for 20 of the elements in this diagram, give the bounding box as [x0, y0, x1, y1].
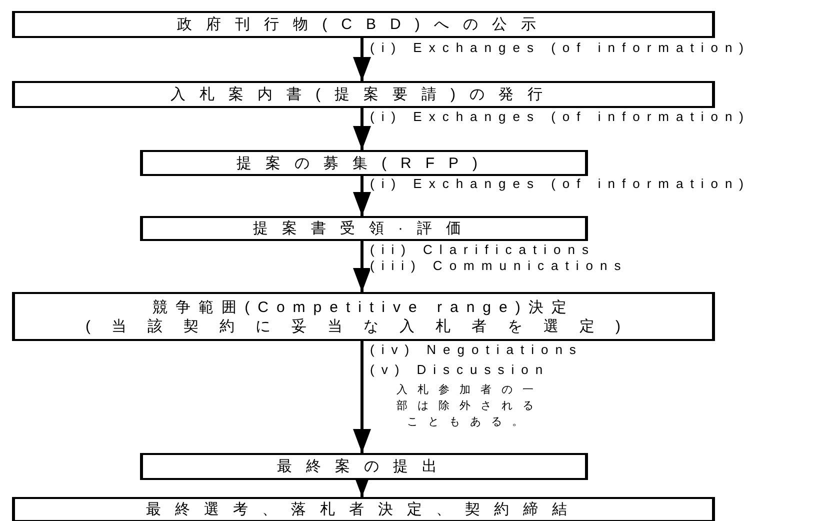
process-box: [140, 453, 588, 480]
process-box: [140, 150, 588, 176]
step-text: 競争範囲(Competitive range)決定: [152, 298, 574, 316]
process-box: [140, 216, 588, 241]
step-text: 提案の募集(RFP): [236, 154, 492, 172]
step-text: 最終案の提出: [277, 457, 451, 476]
arrow: [353, 108, 371, 150]
arrow: [353, 241, 371, 292]
arrow: [353, 38, 371, 81]
process-box: [12, 81, 715, 108]
step-text: 入札案内書(提案要請)の発行: [170, 85, 556, 104]
step-text: (当該契約に妥当な入札者を選定): [86, 316, 642, 336]
step-text: 政府刊行物(CBD)への公示: [177, 15, 550, 34]
arrow: [353, 176, 371, 216]
step-text: 最終選考、落札者決定、契約締結: [146, 500, 581, 519]
arrow: [353, 341, 371, 453]
step-text: 提案書受領·評価: [253, 219, 475, 238]
process-box: [12, 292, 715, 341]
process-box: [12, 11, 715, 38]
process-box: [12, 497, 715, 521]
